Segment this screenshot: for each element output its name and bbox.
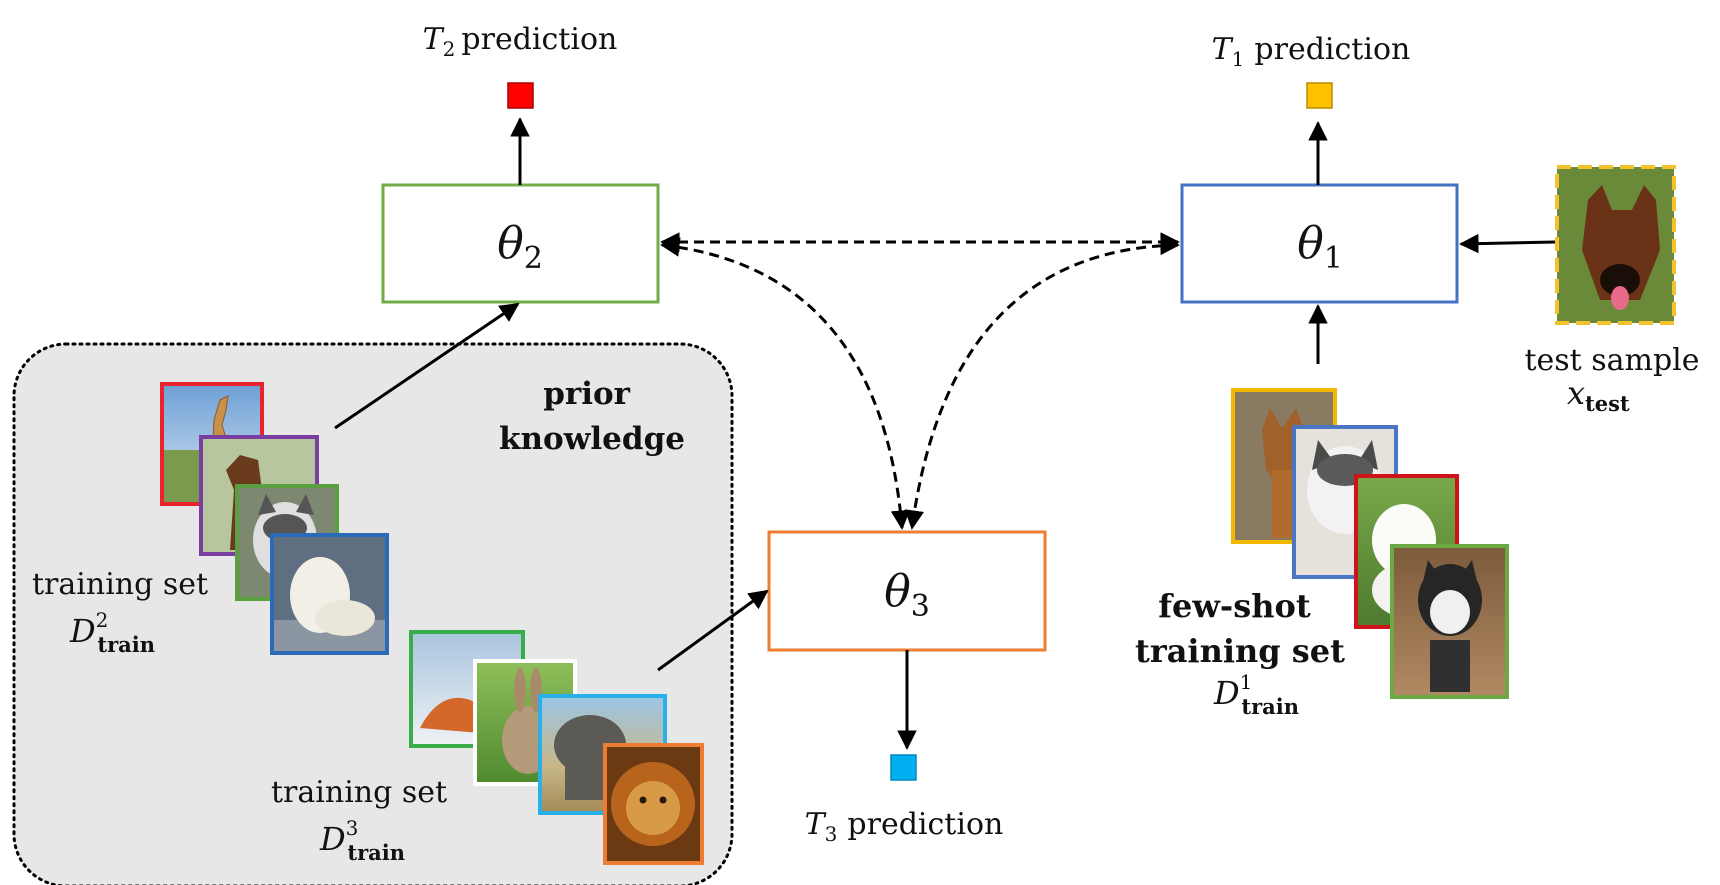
prior-knowledge-line2: knowledge [499,421,685,457]
training-set-2-label: training set [32,567,208,602]
theta1-label: θ1 [1297,218,1343,276]
training-set-2-line1: training set [32,567,208,602]
few-shot-line2: training set [1135,632,1345,670]
dashed-theta2-theta3 [660,237,911,530]
lion-image [603,743,704,865]
malamute-image [1390,544,1509,699]
polar-bear-image [270,533,389,655]
theta2-box [381,183,660,304]
theta3-label: θ3 [884,566,930,624]
t1-prediction-square [1306,82,1333,109]
arrow-test-to-theta1 [1459,233,1557,254]
t3-prediction-square [890,754,917,781]
arrow-prior3-to-theta3 [657,589,769,672]
dashed-theta1-theta3 [904,235,1180,530]
prior-knowledge-line1: prior [543,376,630,412]
arrow-prior2-to-theta2 [334,302,520,430]
german-shepherd-image [1555,165,1676,325]
few-shot-label: few-shot training set [1135,587,1345,670]
theta2-label: θ2 [497,218,543,276]
few-shot-line1: few-shot [1158,587,1311,625]
test-sample-label: test sample [1524,343,1699,378]
t2-prediction-square [507,82,534,109]
training-set-3-label: training set [271,775,447,810]
training-set-3-line1: training set [271,775,447,810]
prior-knowledge-label: prior knowledge [499,376,685,457]
test-sample-symbol: xtest [1567,374,1630,416]
theta3-box [767,530,1047,652]
